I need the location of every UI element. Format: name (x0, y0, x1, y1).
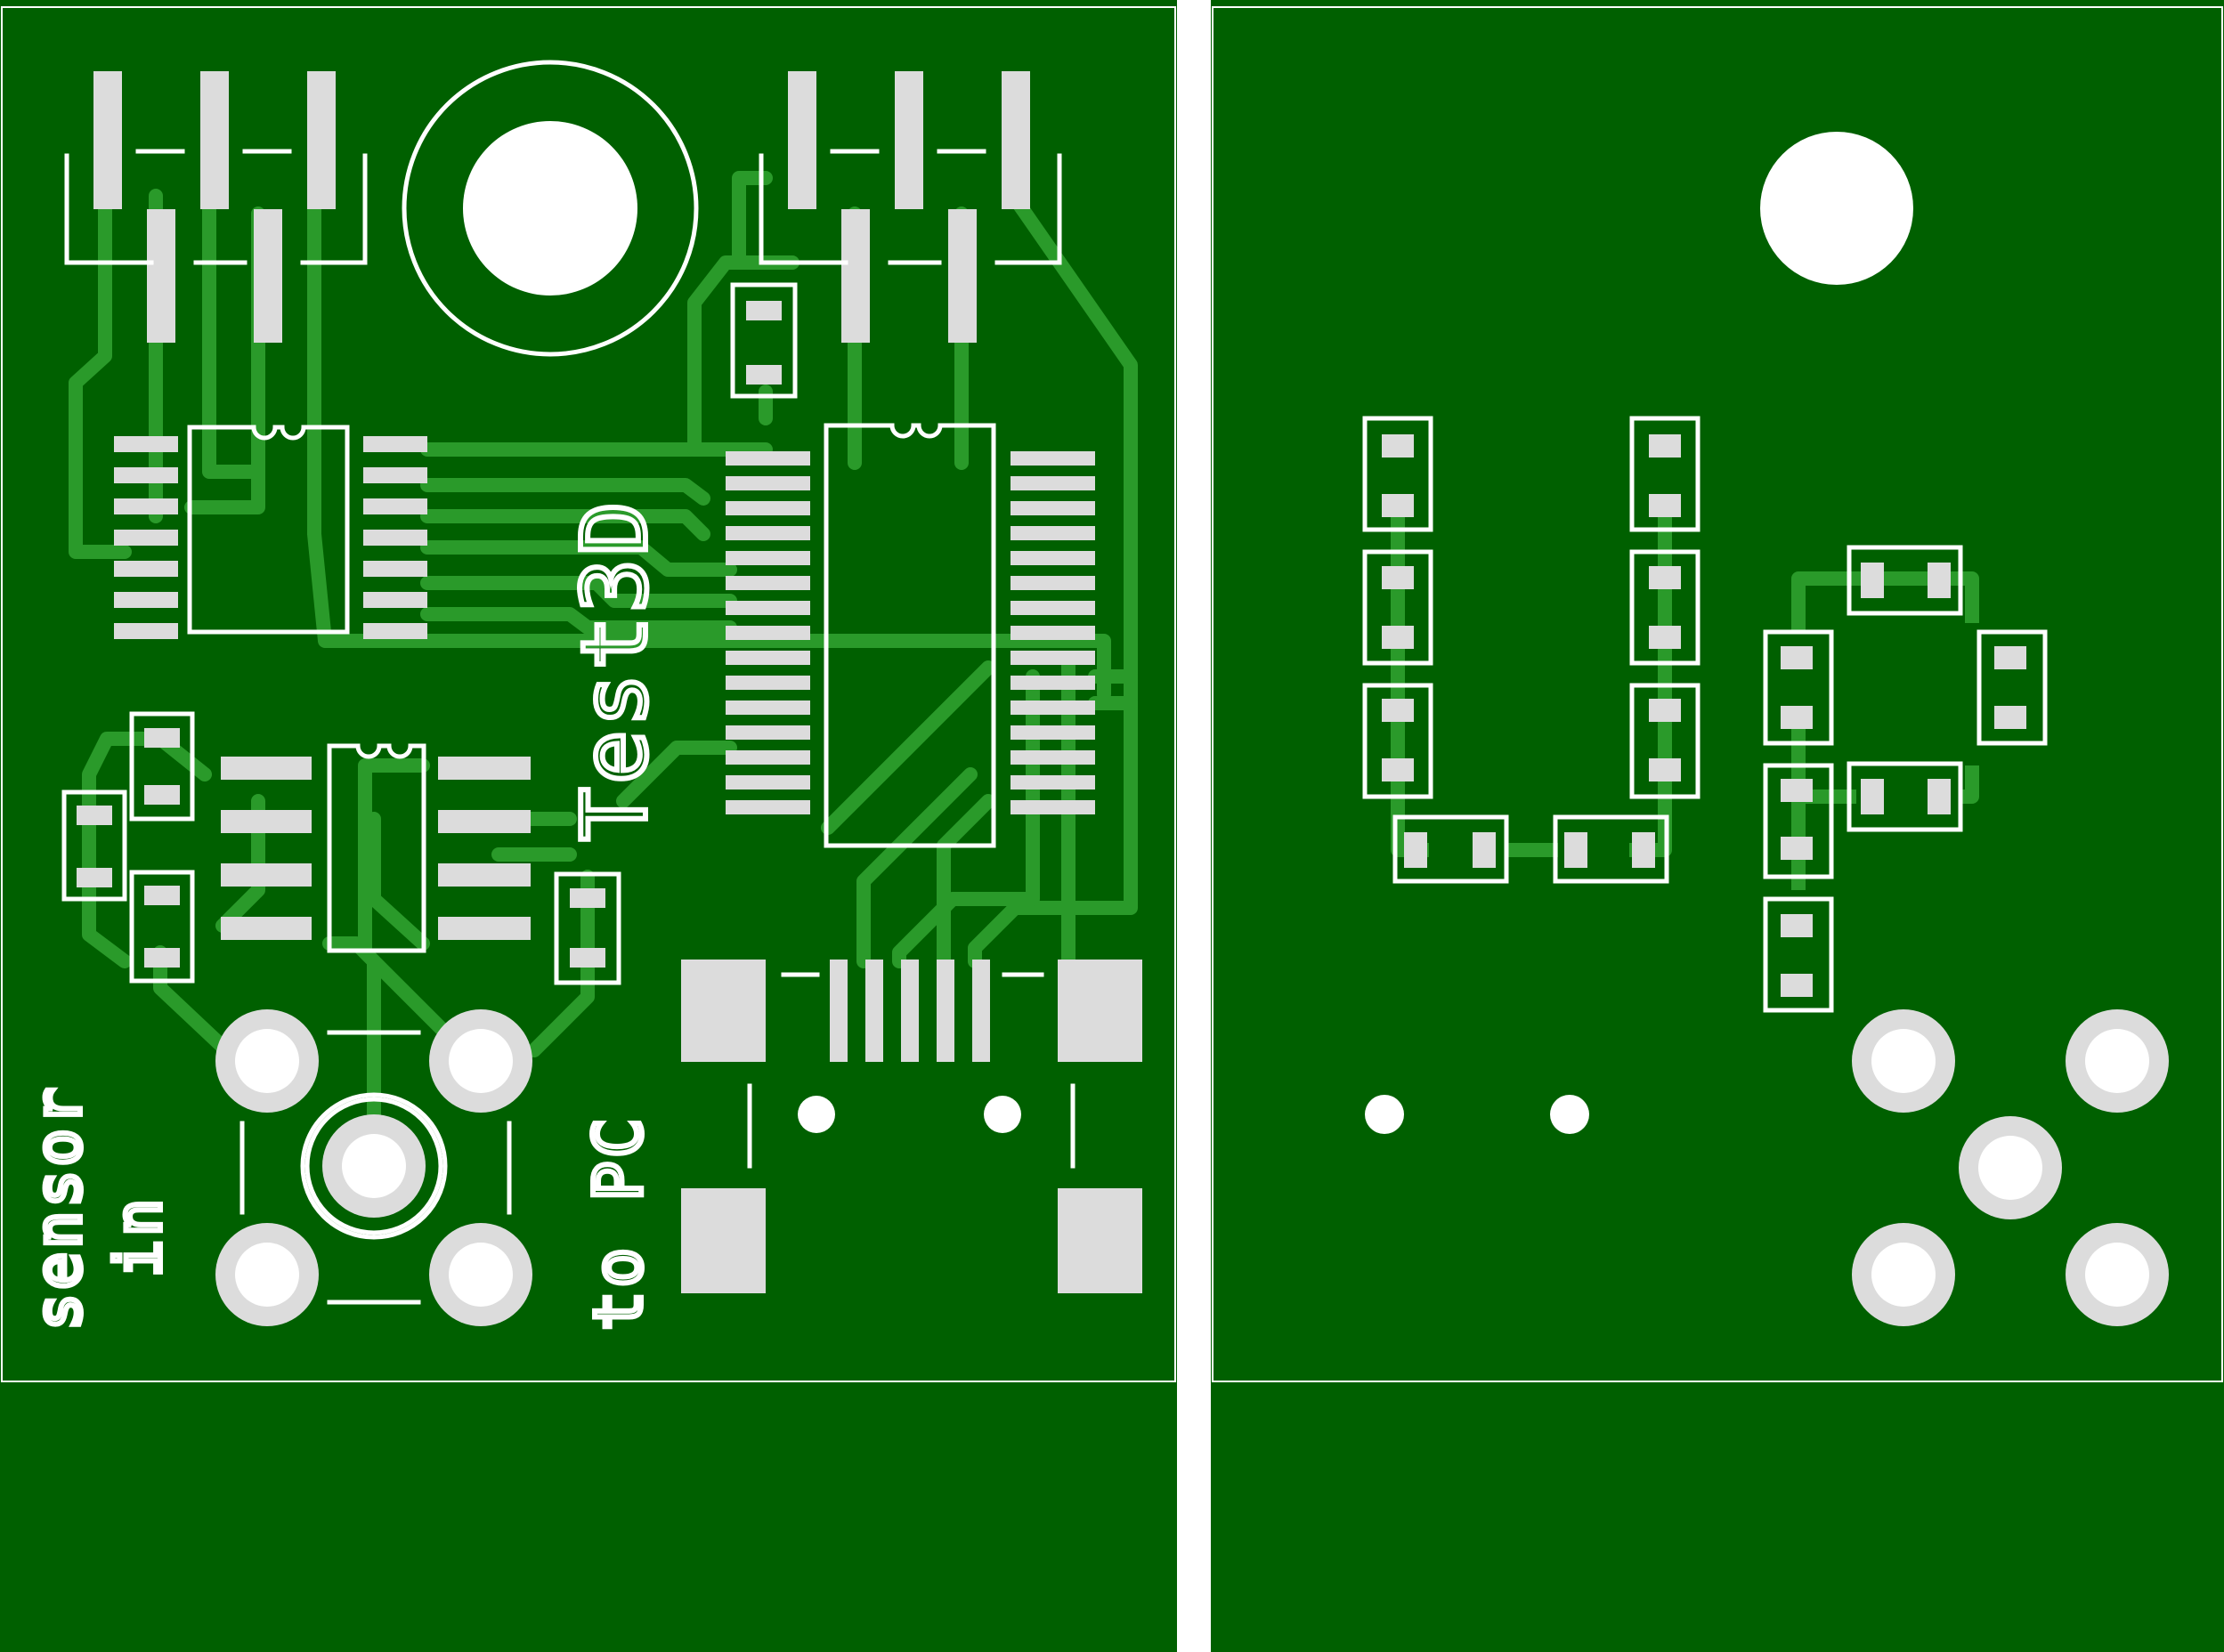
board-outline-front (1, 6, 1176, 1382)
back-holes (1365, 132, 2169, 1326)
board-title: Test3D (563, 498, 667, 841)
sensor-in-label-line2: in (102, 1195, 175, 1277)
back-silkscreen (1362, 416, 2048, 1013)
front-pads (77, 71, 1142, 1293)
front-holes (463, 121, 1021, 1133)
board-outline-back (1212, 6, 2223, 1382)
sensor-connector-holes (215, 1009, 532, 1326)
to-pc-label: to PC (580, 1114, 657, 1331)
sensor-in-label-line1: sensor (22, 1084, 95, 1331)
back-pads (1382, 434, 2026, 997)
front-silkscreen (61, 60, 1075, 1305)
board-back (1211, 0, 2224, 1652)
board-divider (1177, 0, 1211, 1652)
